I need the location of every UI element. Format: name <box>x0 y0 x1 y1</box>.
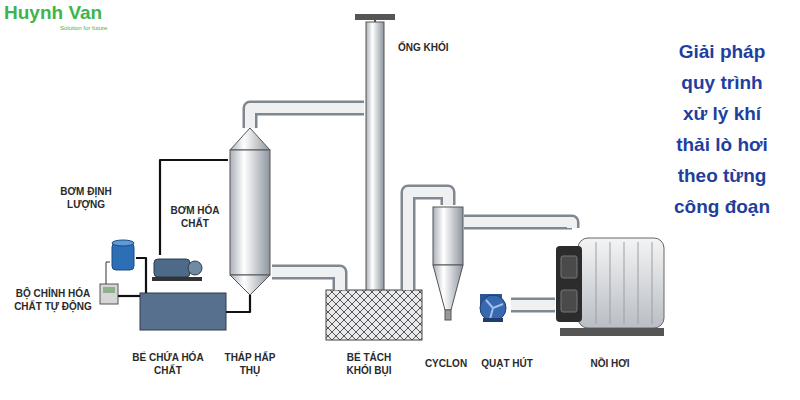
chemical-tank: BỂ CHỨA HÓA CHẤT <box>140 293 226 330</box>
connector-stroke <box>464 222 572 228</box>
equipment-label: THÁP HẤP THỤ <box>220 352 280 377</box>
suction-fan: QUẠT HÚT <box>475 288 511 322</box>
cyclone-cone <box>433 265 463 310</box>
logo-text: Huynh Van <box>4 3 102 24</box>
equipment-label: BƠM HÓA CHẤT <box>166 205 224 230</box>
connector-stroke <box>250 108 364 128</box>
dosing-tank <box>112 243 134 270</box>
chimney-tube <box>366 22 384 292</box>
tower-body <box>230 150 270 275</box>
equipment-label: BỂ TÁCH KHÓI BỤI <box>336 352 402 377</box>
side-title: Giải pháp quy trình xử lý khí thải lò hơ… <box>672 36 772 222</box>
equipment-label: BƠM ĐỊNH LƯỢNG <box>48 186 124 211</box>
equipment-label: NỒI HƠI <box>578 358 642 371</box>
dosing-pump: BƠM ĐỊNH LƯỢNG <box>110 238 136 270</box>
chemical-pump: BƠM HÓA CHẤT <box>152 255 202 281</box>
boiler-shell <box>578 238 664 328</box>
cyclone-outlet <box>445 310 451 320</box>
tower-top <box>230 128 270 150</box>
gas-pipe <box>250 108 364 128</box>
chemical-tank <box>140 293 226 330</box>
logo-text-box: Huynh Van <box>4 3 102 24</box>
equipment-label: QUẠT HÚT <box>476 358 538 371</box>
chemical-line <box>160 160 228 255</box>
title-box: Giải pháp quy trình xử lý khí thải lò hơ… <box>672 36 772 222</box>
connector-stroke <box>106 262 110 284</box>
fan-housing <box>480 295 506 321</box>
boiler: NỒI HƠI <box>555 228 665 336</box>
chemical-line <box>106 262 110 284</box>
boiler-base <box>560 328 664 336</box>
dust-tank <box>326 290 422 340</box>
gas-pipe <box>511 305 555 306</box>
cyclone: CYCLON <box>432 205 464 320</box>
connector-stroke <box>511 298 555 313</box>
logo-slogan: Solution for future <box>60 25 107 32</box>
chemical-line <box>136 258 146 293</box>
connector-stroke <box>226 295 250 312</box>
connector-stroke <box>511 300 555 310</box>
chimney-cap <box>355 14 395 20</box>
logo-slogan-box: Solution for future <box>60 25 107 32</box>
connector-stroke <box>272 272 340 290</box>
connector-stroke <box>118 295 140 297</box>
connector-stroke <box>408 192 448 290</box>
controller-box <box>100 284 118 304</box>
chemical-line <box>226 295 250 312</box>
cyclone-body <box>433 207 463 265</box>
connector-stroke <box>160 160 228 255</box>
equipment-label: BỂ CHỨA HÓA CHẤT <box>130 352 206 377</box>
pump-motor <box>154 259 190 277</box>
connector-stroke <box>464 222 572 228</box>
connector-stroke <box>272 272 340 290</box>
chimney: ỐNG KHÓI <box>364 22 386 290</box>
gas-pipe <box>408 192 448 290</box>
connector-stroke <box>136 258 146 293</box>
absorption-tower: THÁP HẤP THỤ <box>228 128 272 295</box>
connector-stroke <box>250 108 364 128</box>
equipment-label: BỘ CHỈNH HÓA CHẤT TỰ ĐỘNG <box>12 288 94 313</box>
dust-separation-tank: BỂ TÁCH KHÓI BỤI <box>326 290 422 340</box>
connector-stroke <box>408 192 448 290</box>
gas-pipe <box>272 272 340 290</box>
boiler-front <box>556 246 582 322</box>
tower-bottom <box>230 275 270 295</box>
chemical-line <box>118 296 140 297</box>
equipment-label: CYCLON <box>418 358 474 371</box>
equipment-label: ỐNG KHÓI <box>398 42 468 55</box>
auto-controller: BỘ CHỈNH HÓA CHẤT TỰ ĐỘNG <box>100 284 118 304</box>
gas-pipe <box>464 222 572 228</box>
